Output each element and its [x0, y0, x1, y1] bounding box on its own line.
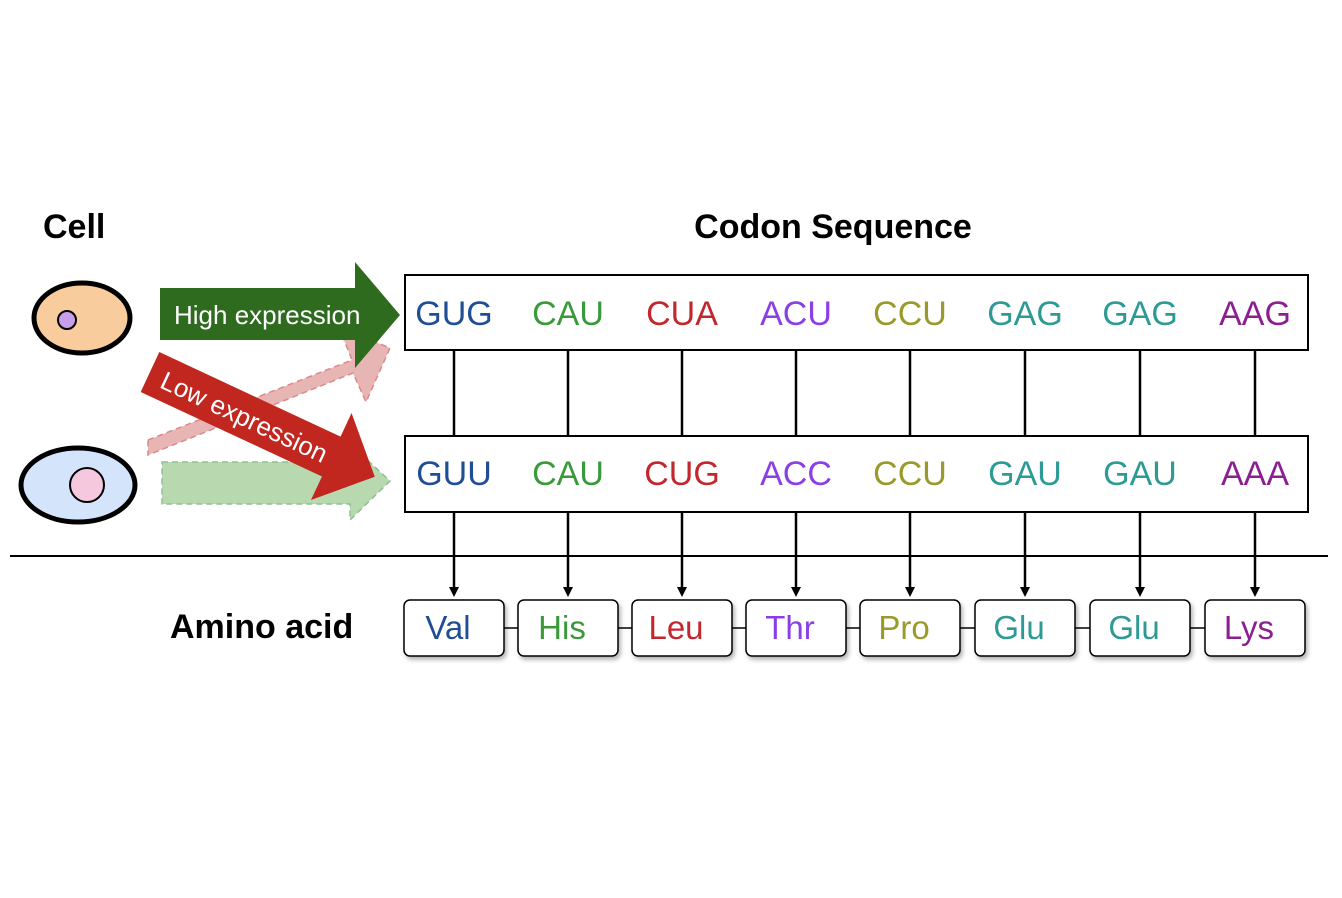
amino-acid-box: [517, 599, 619, 657]
codon-sequence-header: Codon Sequence: [694, 208, 972, 246]
cell-header: Cell: [43, 208, 105, 246]
low-codon: GAU: [1103, 455, 1177, 493]
low-codon: GUU: [416, 455, 492, 493]
amino-acid-box: [631, 599, 733, 657]
high-expression-label: High expression: [174, 300, 360, 330]
high-codon: CCU: [873, 295, 947, 333]
low-expression-cell: [18, 445, 138, 525]
amino-acid-box: [745, 599, 847, 657]
amino-acid-box: [1204, 599, 1306, 657]
high-codon: GUG: [415, 295, 492, 333]
high-codon: GAG: [987, 295, 1063, 333]
cell-body: [31, 280, 133, 356]
amino-acid-box: [403, 599, 505, 657]
low-codon: CCU: [873, 455, 947, 493]
low-codon: GAU: [988, 455, 1062, 493]
codon-columns: GUG GUU Val CAU CAU His CUA CUG Leu ACU ACC Thr CCU C…: [403, 295, 1306, 657]
low-codon-sequence-box: [404, 435, 1309, 513]
cell-nucleus: [69, 467, 105, 503]
high-codon: ACU: [760, 295, 832, 333]
amino-acid-label: Val: [425, 609, 470, 646]
amino-acid-box: [974, 599, 1076, 657]
amino-acid-label: Lys: [1224, 609, 1274, 646]
high-codon: AAG: [1219, 295, 1291, 333]
amino-acid-box: [1089, 599, 1191, 657]
amino-acid-label: His: [538, 609, 586, 646]
amino-acid-label: Thr: [765, 609, 815, 646]
high-expression-arrow: [160, 262, 400, 368]
low-codon: ACC: [760, 455, 832, 493]
amino-acid-label: Leu: [648, 609, 703, 646]
high-codon-sequence-box: [404, 274, 1309, 351]
high-codon: GAG: [1102, 295, 1178, 333]
amino-acid-label: Glu: [1108, 609, 1159, 646]
low-expression-arrow: [140, 352, 375, 501]
amino-acid-header: Amino acid: [170, 608, 353, 646]
high-codon: CAU: [532, 295, 604, 333]
high-expression-cell: [31, 280, 133, 356]
low-codon: CAU: [532, 455, 604, 493]
high-codon: CUA: [646, 295, 718, 333]
amino-acid-label: Glu: [993, 609, 1044, 646]
amino-acid-box: [859, 599, 961, 657]
cell-nucleus: [57, 310, 77, 330]
low-codon: AAA: [1221, 455, 1289, 493]
amino-acid-label: Pro: [878, 609, 929, 646]
low-codon: CUG: [644, 455, 720, 493]
